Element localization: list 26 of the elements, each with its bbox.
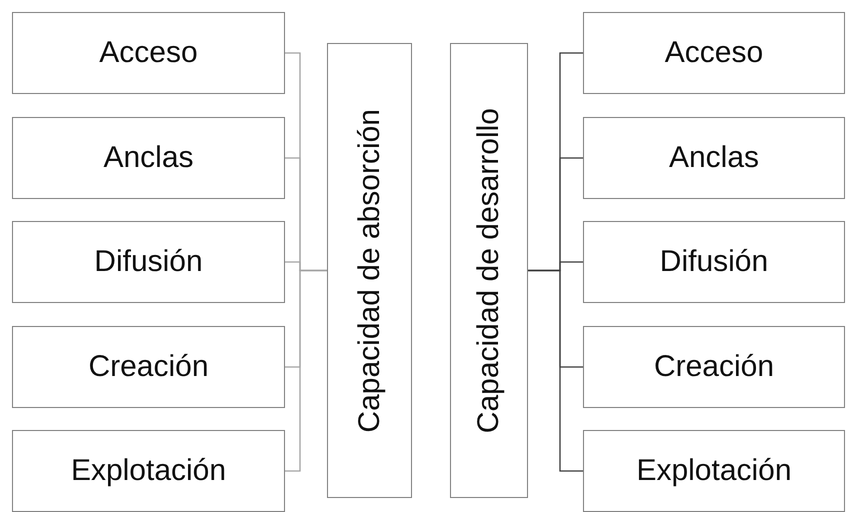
- category-box: [583, 326, 845, 408]
- box-label: Explotación: [70, 456, 226, 486]
- box-label: Acceso: [99, 38, 198, 68]
- box-label: Creación: [654, 352, 774, 382]
- box-label: Acceso: [664, 38, 764, 68]
- vertical-label-box: [450, 43, 528, 498]
- vertical-label-box: [327, 43, 412, 498]
- box-label: Explotación: [636, 456, 792, 486]
- category-box: [12, 117, 285, 199]
- category-box: [12, 12, 285, 94]
- category-box: [12, 221, 285, 303]
- category-box: [12, 326, 285, 408]
- box-label: Difusión: [660, 247, 768, 277]
- box-label: Capacidad de absorción: [354, 108, 384, 432]
- box-label: Difusión: [94, 247, 203, 277]
- category-box: [583, 12, 845, 94]
- box-label: Creación: [88, 352, 209, 382]
- box-label: Capacidad de desarrollo: [474, 108, 504, 434]
- category-box: [12, 430, 285, 512]
- category-box: [583, 430, 845, 512]
- category-box: [583, 117, 845, 199]
- box-label: Anclas: [668, 143, 760, 173]
- box-label: Anclas: [103, 143, 194, 173]
- category-box: [583, 221, 845, 303]
- connector-line: [528, 270, 583, 472]
- connector-line: [285, 270, 327, 472]
